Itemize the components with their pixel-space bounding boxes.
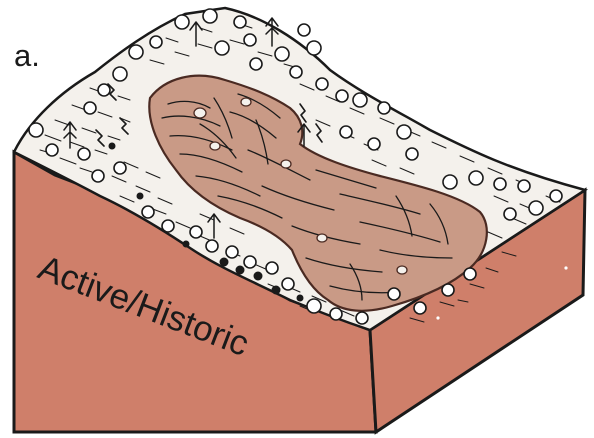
panel-label: a. xyxy=(14,38,40,73)
